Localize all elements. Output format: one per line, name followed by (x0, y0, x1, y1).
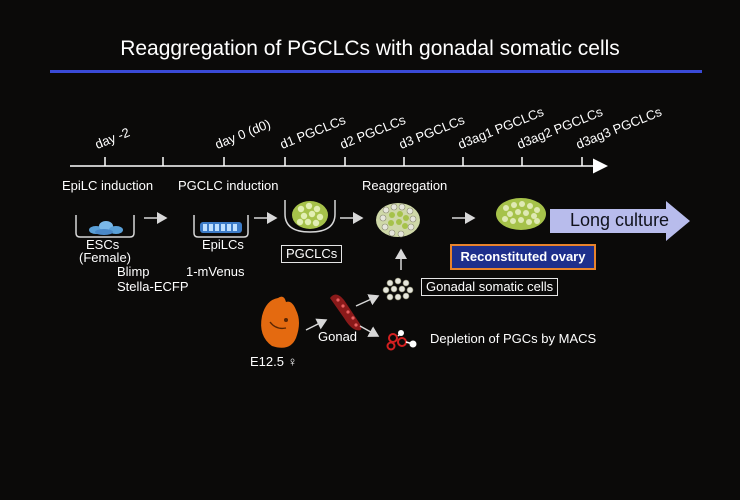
somatic-arrows (355, 248, 407, 307)
aggregate-culture-cluster (496, 198, 546, 230)
slide-title: Reaggregation of PGCLCs with gonadal som… (120, 37, 620, 60)
stage-label-pgclc-induction: PGCLC induction (178, 178, 279, 193)
reaggregate-cluster (376, 203, 420, 238)
label-pgclcs: PGCLCs (281, 245, 343, 264)
title-rule (50, 70, 702, 73)
gonad-label: Gonad (318, 329, 358, 344)
epilc-layer (200, 222, 242, 233)
label-1-mvenus: 1-mVenus (186, 264, 245, 279)
long-culture-label: Long culture (570, 210, 670, 230)
reconstituted-ovary-box: Reconstituted ovary (450, 244, 596, 270)
label-epilcs: EpiLCs (202, 237, 244, 252)
label-stella-ecfp: Stella-ECFP (117, 279, 189, 294)
stage-label-epilc-induction: EpiLC induction (62, 178, 154, 193)
gonadal-somatic-cells-box: Gonadal somatic cells (421, 278, 559, 297)
somatic-cell-cluster (382, 277, 414, 301)
embryo-illustration (261, 296, 299, 348)
long-culture-arrow (550, 201, 690, 241)
esc-dish (75, 215, 135, 238)
stage-label-reaggregation: Reaggregation (362, 178, 448, 193)
timeline (70, 157, 608, 174)
label-female: (Female) (79, 250, 132, 265)
macs-depletion-label: Depletion of PGCs by MACS (430, 331, 597, 346)
macs-cells (386, 330, 417, 351)
gonad-illustration (330, 294, 362, 331)
epilc-dish (193, 215, 249, 238)
embryo-to-gonad-arrow (305, 318, 328, 331)
label-escs: ESCs (86, 237, 120, 252)
esc-colony (89, 221, 123, 235)
label-blimp: Blimp (117, 264, 150, 279)
embryo-label: E12.5 ♀ (250, 354, 298, 369)
gonad-to-macs-arrow (359, 325, 380, 337)
pgclc-well (284, 200, 336, 233)
